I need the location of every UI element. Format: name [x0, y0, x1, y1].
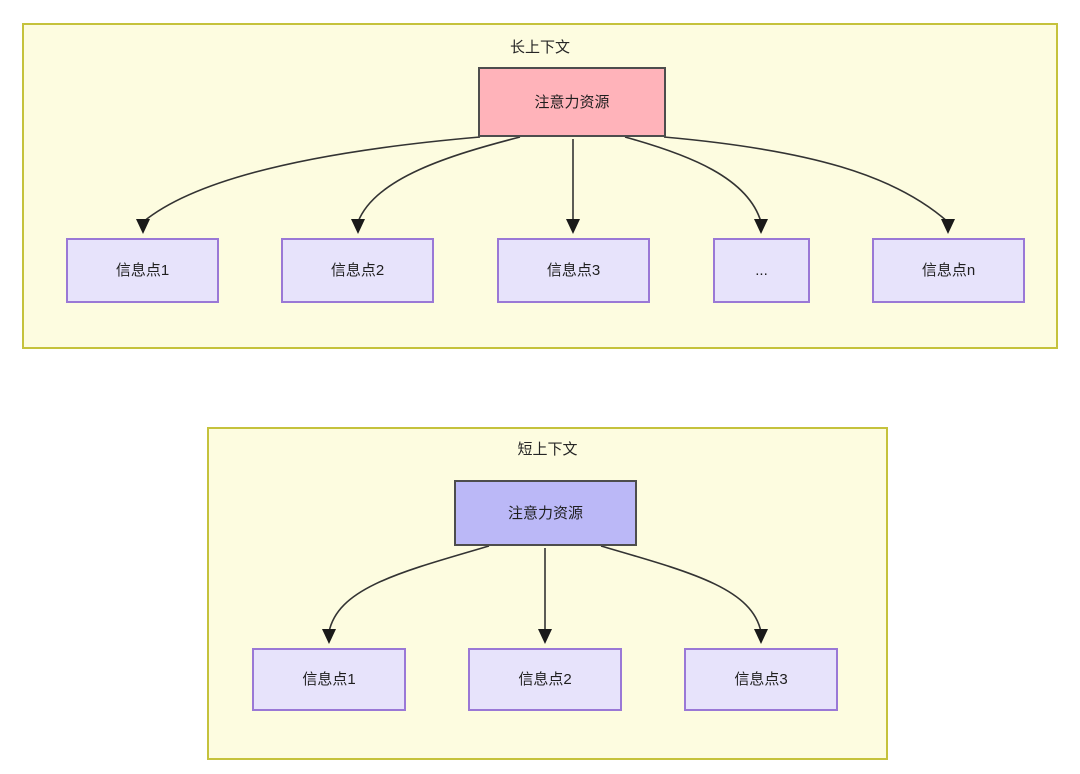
node-label: 信息点n: [921, 262, 976, 279]
node-label: 信息点1: [302, 671, 356, 688]
node-label: ...: [755, 262, 768, 279]
node-label: 信息点2: [330, 262, 385, 279]
node-attention-resource-short[interactable]: 注意力资源: [454, 480, 637, 546]
panel-long-context-title: 长上下文: [509, 39, 570, 56]
node-info-point-3-long[interactable]: 信息点3: [497, 238, 650, 303]
node-label: 信息点3: [734, 671, 788, 688]
node-label: 信息点2: [518, 671, 572, 688]
node-label: 信息点3: [546, 262, 601, 279]
node-info-point-ellipsis-long[interactable]: ...: [713, 238, 810, 303]
node-info-point-2-long[interactable]: 信息点2: [281, 238, 434, 303]
node-info-point-n-long[interactable]: 信息点n: [872, 238, 1025, 303]
node-info-point-3-short[interactable]: 信息点3: [684, 648, 838, 711]
node-label: 注意力资源: [534, 93, 610, 111]
node-label: 信息点1: [115, 262, 170, 279]
node-info-point-1-short[interactable]: 信息点1: [252, 648, 406, 711]
node-info-point-1-long[interactable]: 信息点1: [66, 238, 219, 303]
node-attention-resource-long[interactable]: 注意力资源: [478, 67, 666, 137]
node-info-point-2-short[interactable]: 信息点2: [468, 648, 622, 711]
panel-short-context-title: 短上下文: [517, 441, 578, 458]
node-label: 注意力资源: [507, 504, 583, 522]
